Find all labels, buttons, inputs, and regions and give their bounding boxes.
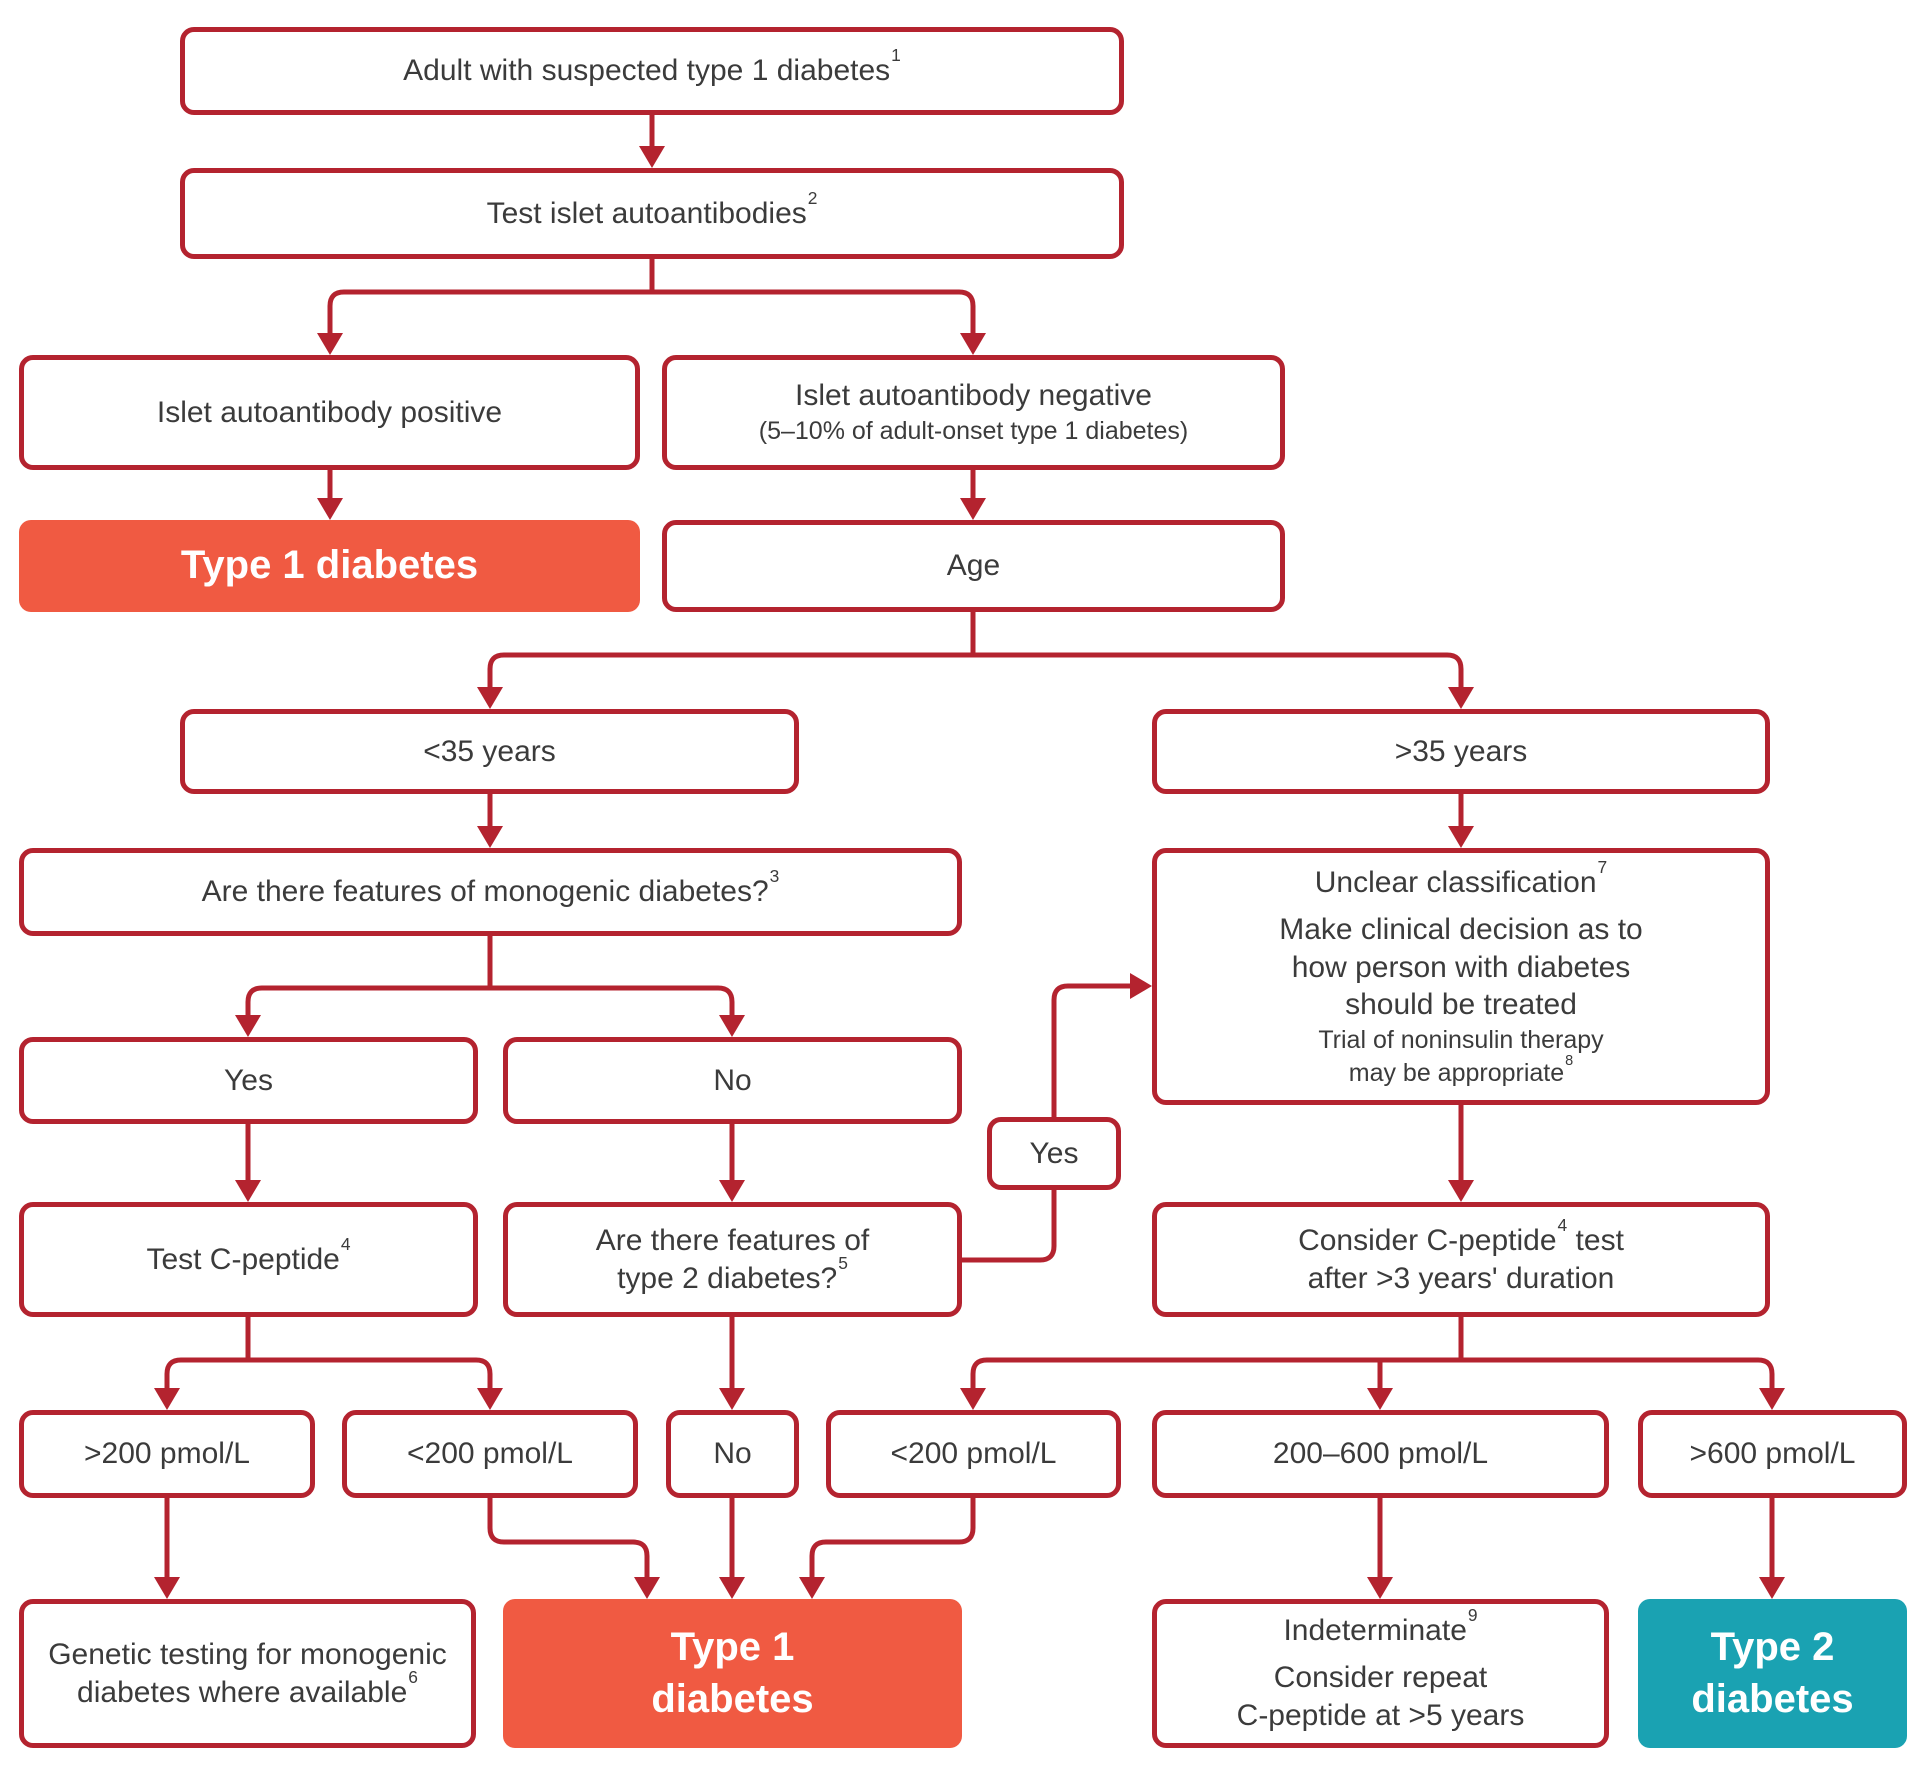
node-monogenic-no: No <box>503 1037 962 1124</box>
node-adult-suspected-t1d: Adult with suspected type 1 diabetes1 <box>180 27 1124 115</box>
node-monogenic-features-question: Are there features of monogenic diabetes… <box>19 848 962 936</box>
node-test-c-peptide: Test C-peptide4 <box>19 1202 478 1317</box>
node-gt-200-pmol: >200 pmol/L <box>19 1410 315 1498</box>
node-200-600-pmol: 200–600 pmol/L <box>1152 1410 1609 1498</box>
node-over-35-years: >35 years <box>1152 709 1770 794</box>
node-type-1-diabetes-top: Type 1 diabetes <box>19 520 640 612</box>
node-monogenic-yes: Yes <box>19 1037 478 1124</box>
node-islet-autoantibody-negative: Islet autoantibody negative(5–10% of adu… <box>662 355 1285 470</box>
node-gt-600-pmol: >600 pmol/L <box>1638 1410 1907 1498</box>
node-islet-autoantibody-positive: Islet autoantibody positive <box>19 355 640 470</box>
node-lt-200-pmol-right: <200 pmol/L <box>826 1410 1121 1498</box>
node-age: Age <box>662 520 1285 612</box>
node-type2-yes-connector-label: Yes <box>987 1117 1121 1190</box>
node-under-35-years: <35 years <box>180 709 799 794</box>
node-test-islet-autoantibodies: Test islet autoantibodies2 <box>180 168 1124 259</box>
node-type2-no-result: No <box>666 1410 799 1498</box>
node-lt-200-pmol-left: <200 pmol/L <box>342 1410 638 1498</box>
